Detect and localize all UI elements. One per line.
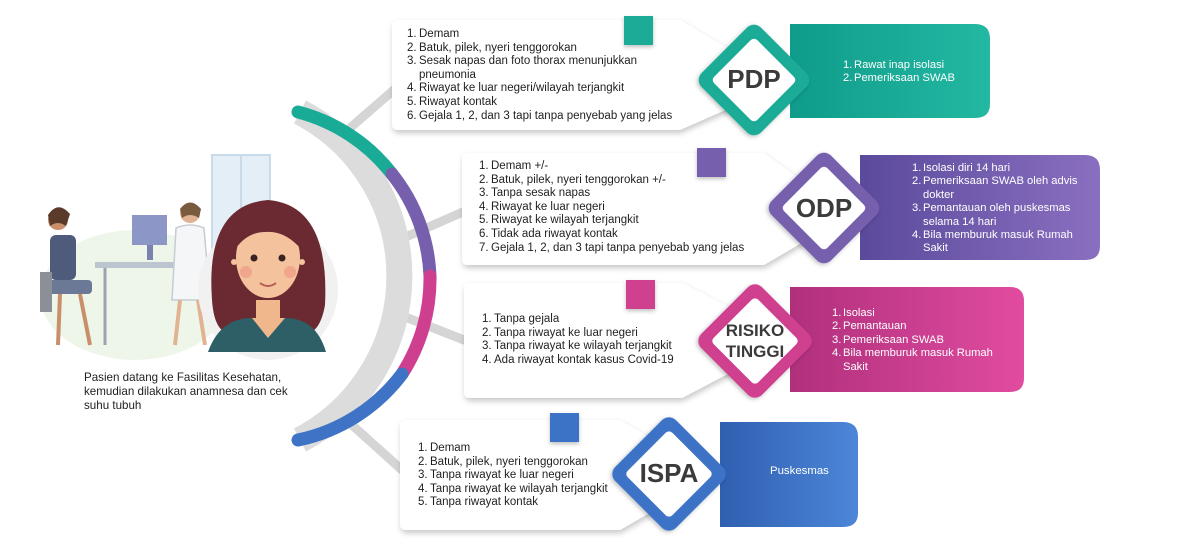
list-item: 3.Pemantauan oleh puskesmas selama 14 ha…: [912, 202, 1071, 228]
criteria-list-ispa: 1.Demam 2.Batuk, pilek, nyeri tenggoroka…: [418, 442, 638, 510]
list-item: 1.Demam: [418, 442, 471, 454]
list-item: 6.Tidak ada riwayat kontak: [479, 227, 618, 240]
arc-segment-pdp: [291, 105, 399, 181]
criteria-card-odp: [462, 153, 815, 265]
clinic-illustration: [40, 154, 338, 360]
arc-segment-risiko: [395, 269, 437, 381]
list-item: 4.Riwayat ke luar negeri: [479, 200, 605, 213]
row-ispa: [400, 413, 858, 531]
criteria-list-odp: 1.Demam +/- 2.Batuk, pilek, nyeri tenggo…: [479, 160, 769, 255]
row-pdp: [392, 16, 990, 136]
list-item: 4.Tanpa riwayat ke wilayah terjangkit: [418, 482, 608, 495]
list-item: 2.Pemeriksaan SWAB oleh advis dokter: [912, 175, 1078, 201]
label-pdp: PDP: [727, 64, 781, 94]
list-item: 1.Isolasi diri 14 hari: [912, 162, 1011, 174]
result-card-odp: [860, 155, 1100, 260]
label-ispa: ISPA: [639, 458, 699, 488]
action-list-pdp: 1.Rawat inap isolasi 2.Pemeriksaan SWAB: [843, 59, 983, 86]
label-risiko-line1: RISIKO: [725, 321, 785, 340]
row-risiko: [464, 280, 1024, 398]
patient-body: [50, 235, 76, 280]
list-item: 5.Riwayat ke wilayah terjangkit: [479, 214, 639, 227]
diamond-inner-pdp: [709, 35, 799, 125]
tab-marker-pdp: [624, 16, 653, 45]
diamond-inner-risiko: [709, 295, 801, 387]
portrait-face: [236, 218, 300, 298]
chair-left: [40, 272, 52, 312]
action-list-risiko: 1.Isolasi 2.Pemantauan 3.Pemeriksaan SWA…: [832, 307, 1012, 374]
action-ispa: Puskesmas: [770, 465, 829, 477]
tab-marker-ispa: [550, 413, 579, 442]
list-item: 3.Tanpa sesak napas: [479, 187, 591, 200]
action-list-odp: 1.Isolasi diri 14 hari 2.Pemeriksaan SWA…: [912, 162, 1092, 256]
arc-segment-ispa: [291, 367, 409, 447]
criteria-card-pdp: [392, 20, 748, 130]
list-item: 1.Rawat inap isolasi: [843, 59, 945, 71]
arc-segment-odp: [385, 167, 437, 283]
list-item: 1.Demam +/-: [479, 160, 549, 172]
list-item: 2.Tanpa riwayat ke luar negeri: [482, 326, 638, 339]
label-odp: ODP: [795, 193, 853, 223]
list-item: 3.Pemeriksaan SWAB: [832, 333, 944, 346]
list-item: 7.Gejala 1, 2, dan 3 tapi tanpa penyebab…: [479, 241, 745, 254]
diamond-inner-odp: [779, 163, 869, 253]
list-item: 1.Tanpa gejala: [482, 313, 560, 325]
list-item: 5.Tanpa riwayat kontak: [418, 496, 539, 509]
diamond-inner-ispa: [623, 428, 715, 520]
list-item: 4.Riwayat ke luar negeri/wilayah terjang…: [407, 82, 625, 95]
row-odp: [462, 148, 1100, 265]
criteria-card-risiko: [464, 283, 745, 398]
list-item: 2.Batuk, pilek, nyeri tenggorokan +/-: [479, 173, 666, 186]
list-item: 3.Tanpa riwayat ke wilayah terjangkit: [482, 340, 672, 353]
list-item: 2.Batuk, pilek, nyeri tenggorokan: [407, 41, 577, 54]
list-item: 3.Sesak napas dan foto thorax menunjukka…: [407, 55, 638, 81]
patient-caption: Pasien datang ke Fasilitas Kesehatan, ke…: [84, 371, 288, 412]
list-item: 2.Batuk, pilek, nyeri tenggorokan: [418, 455, 588, 468]
label-risiko-line2: TINGGI: [725, 342, 785, 361]
list-item: 5.Riwayat kontak: [407, 95, 497, 108]
tab-marker-odp: [697, 148, 726, 177]
result-card-pdp: [790, 24, 990, 118]
criteria-card-ispa: [400, 420, 672, 530]
list-item: 1.Demam: [407, 28, 460, 40]
list-item: 4.Bila memburuk masuk Rumah Sakit: [912, 229, 1073, 255]
arc-segments: [291, 105, 437, 447]
list-item: 3.Tanpa riwayat ke luar negeri: [418, 469, 574, 482]
tab-marker-risiko: [626, 280, 655, 309]
list-item: 2.Pemantauan: [832, 320, 907, 333]
result-card-ispa: [720, 422, 858, 527]
label-risiko: RISIKO TINGGI: [712, 320, 798, 362]
list-item: 4.Bila memburuk masuk Rumah Sakit: [832, 347, 993, 373]
criteria-list-risiko: 1.Tanpa gejala 2.Tanpa riwayat ke luar n…: [482, 313, 702, 367]
result-card-risiko: [790, 287, 1024, 392]
criteria-list-pdp: 1.Demam 2.Batuk, pilek, nyeri tenggoroka…: [407, 28, 689, 123]
monitor: [132, 215, 167, 245]
desk-top: [95, 262, 245, 268]
list-item: 6.Gejala 1, 2, dan 3 tapi tanpa penyebab…: [407, 109, 673, 122]
list-item: 1.Isolasi: [832, 307, 875, 319]
list-item: 4.Ada riwayat kontak kasus Covid-19: [482, 353, 674, 366]
arc-backdrop: [293, 100, 413, 452]
list-item: 2.Pemeriksaan SWAB: [843, 72, 955, 85]
